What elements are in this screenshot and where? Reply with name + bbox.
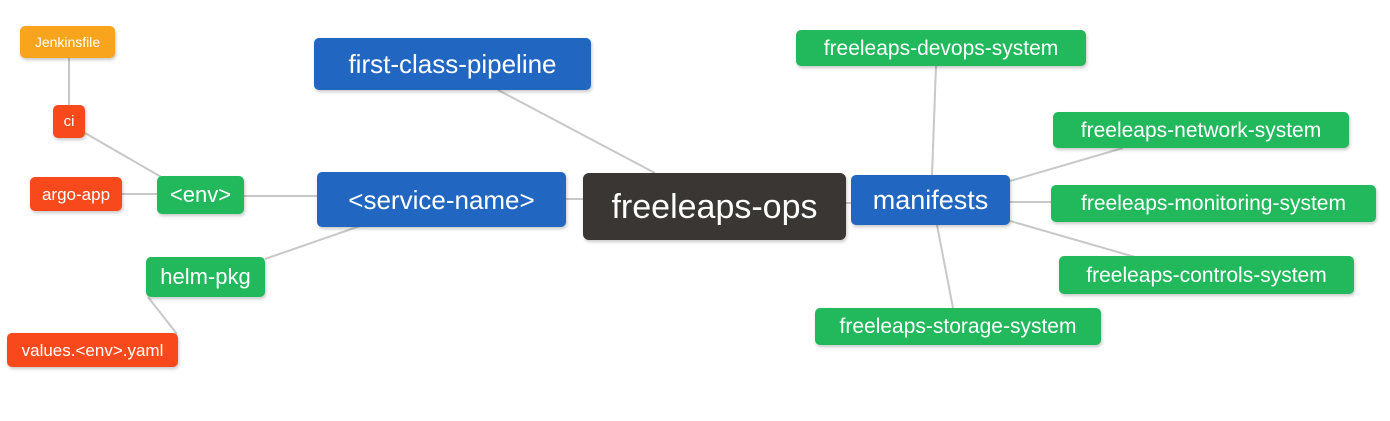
node-first-class-pipeline[interactable]: first-class-pipeline — [314, 38, 591, 90]
node-jenkinsfile[interactable]: Jenkinsfile — [20, 26, 115, 58]
edge-manifests--controls-system — [1009, 220, 1136, 258]
node-freeleaps-monitoring-system[interactable]: freeleaps-monitoring-system — [1051, 185, 1376, 222]
node-ci[interactable]: ci — [53, 105, 85, 138]
edge-ci--env — [84, 132, 164, 179]
node-freeleaps-network-system[interactable]: freeleaps-network-system — [1053, 112, 1349, 148]
node-values-env-yaml[interactable]: values.<env>.yaml — [7, 333, 178, 367]
edge-manifests--storage-system — [936, 224, 954, 309]
node-argo-app[interactable]: argo-app — [30, 177, 122, 211]
node-freeleaps-storage-system[interactable]: freeleaps-storage-system — [815, 308, 1101, 345]
edge-manifests--network-system — [1009, 147, 1124, 182]
node-freeleaps-ops[interactable]: freeleaps-ops — [583, 173, 846, 240]
edge-service-name--helm-pkg — [264, 225, 361, 260]
edge-first-class-pipeline--freeleaps-ops — [497, 89, 656, 174]
node-service-name[interactable]: <service-name> — [317, 172, 566, 227]
edge-devops-system--manifests — [931, 65, 937, 176]
node-freeleaps-controls-system[interactable]: freeleaps-controls-system — [1059, 256, 1354, 294]
node-env[interactable]: <env> — [157, 176, 244, 214]
node-helm-pkg[interactable]: helm-pkg — [146, 257, 265, 297]
edge-helm-pkg--values-env-yaml — [147, 296, 178, 335]
node-manifests[interactable]: manifests — [851, 175, 1010, 225]
node-freeleaps-devops-system[interactable]: freeleaps-devops-system — [796, 30, 1086, 66]
